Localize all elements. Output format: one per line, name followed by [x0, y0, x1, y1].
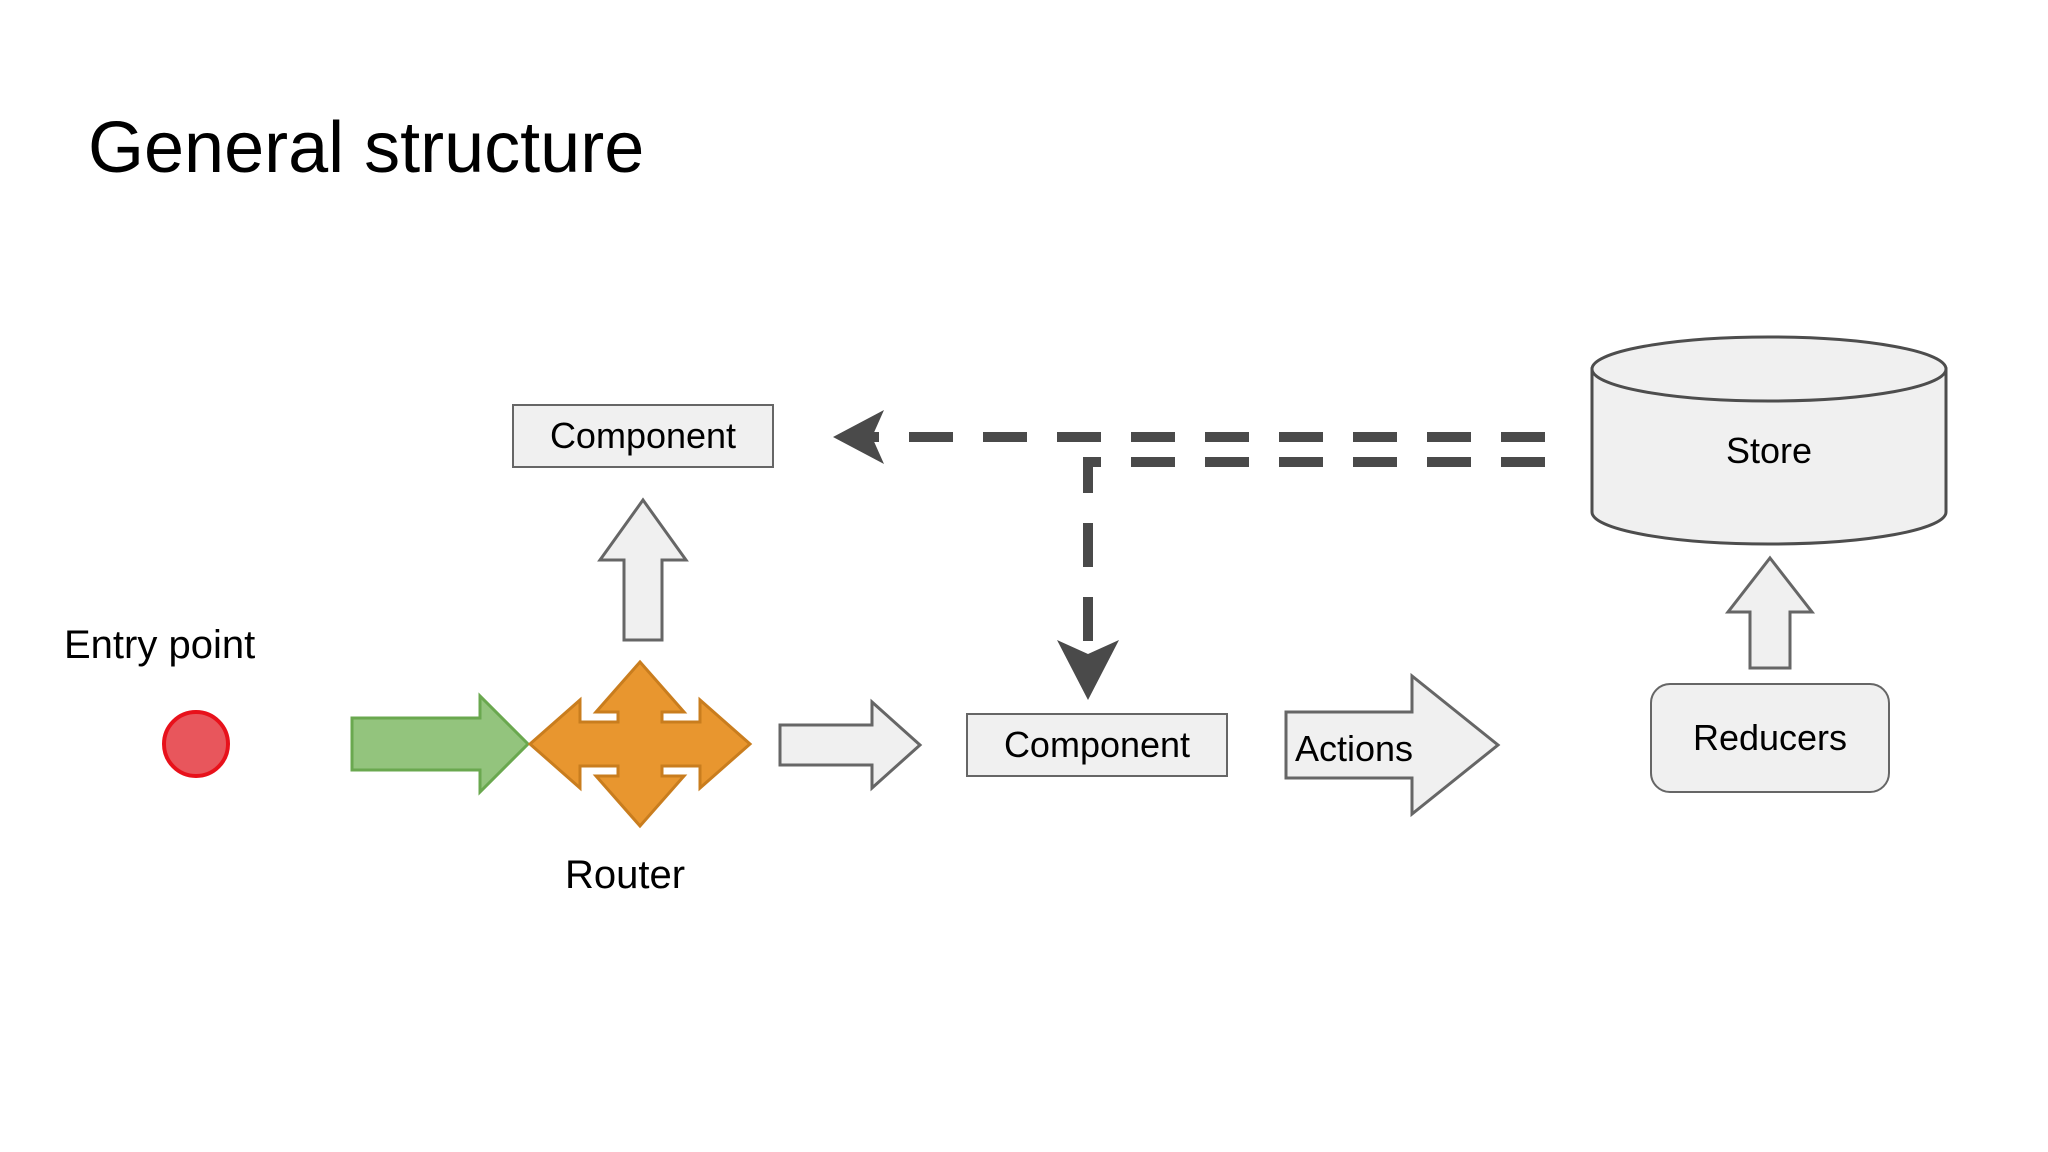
hollow-right-arrow-icon: [778, 698, 923, 792]
component-box-top[interactable]: Component: [512, 404, 774, 468]
red-circle-icon: [162, 710, 230, 778]
four-way-arrow-icon: [527, 659, 753, 829]
dashed-elbow-down-arrow-icon: [1057, 457, 1545, 700]
component-box-bottom-label: Component: [1003, 724, 1191, 765]
reducers-to-store-up-arrow-icon: [1724, 555, 1816, 670]
reducers-box-label: Reducers: [1692, 717, 1848, 758]
entry-point-label: Entry point: [64, 623, 256, 667]
dashed-left-arrow-icon: [833, 410, 1545, 464]
green-right-arrow-icon: [350, 692, 531, 796]
router-label: Router: [565, 853, 686, 897]
page-title: General structure: [88, 108, 645, 188]
component-box-top-label: Component: [549, 415, 737, 456]
reducers-box[interactable]: Reducers: [1650, 683, 1890, 793]
hollow-up-arrow-icon: [597, 497, 689, 642]
actions-label: Actions: [1295, 728, 1414, 769]
component-box-bottom[interactable]: Component: [966, 713, 1228, 777]
store-label: Store: [1725, 430, 1813, 471]
